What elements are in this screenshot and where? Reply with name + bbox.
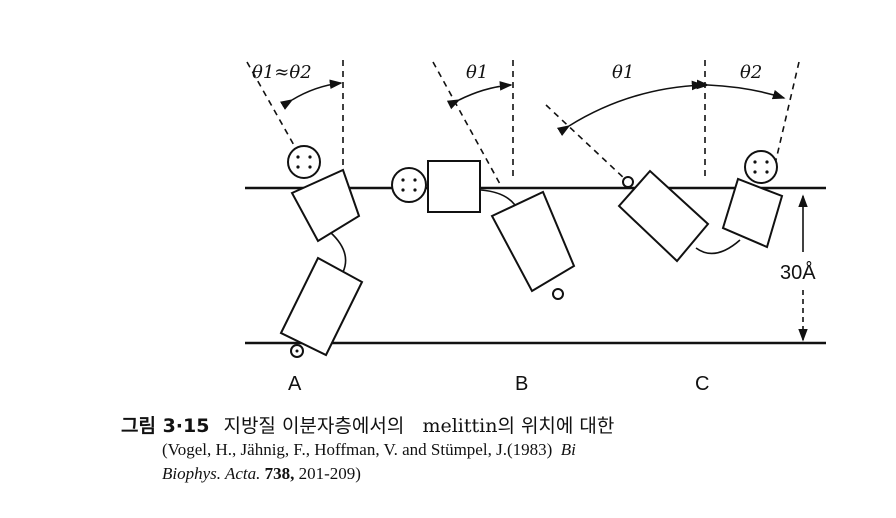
helix-segment (490, 190, 576, 293)
linker-loop (480, 189, 516, 206)
configuration-c: θ1 θ2 C (545, 60, 800, 395)
figure-number: 그림 3·15 (121, 415, 210, 437)
citation-pages: 201-209) (298, 464, 361, 483)
charge-dots (401, 178, 417, 192)
helix-axis-dashed-line (246, 61, 296, 148)
panel-label-a: A (288, 373, 302, 395)
citation-authors: (Vogel, H., Jähnig, F., Hoffman, V. and … (162, 440, 553, 459)
helix-segment (617, 169, 710, 263)
angle-arc-theta1 (556, 80, 705, 136)
angle-label-theta2: θ2 (740, 62, 762, 83)
caption-text: 의 위치에 대한 (497, 415, 615, 437)
charged-head-group (391, 167, 427, 203)
charge-dots (296, 155, 312, 169)
figure-caption-title: 그림 3·15 지방질 이분자층에서의 melittin의 위치에 대한 (121, 411, 614, 438)
angle-arc (279, 79, 343, 110)
charged-head-group (744, 150, 778, 184)
helix-axis-dashed-line (771, 61, 800, 178)
figure-citation-line2: Biophys. Acta. 738, 201-209) (162, 464, 361, 484)
helix-axis-dashed-line (432, 61, 501, 185)
caption-keyword: melittin (422, 415, 498, 437)
thickness-label: 30Å (780, 261, 816, 284)
angle-arc (446, 81, 513, 110)
charge-dots (753, 160, 769, 174)
terminal-group (552, 288, 564, 300)
angle-label: θ1≈θ2 (252, 62, 312, 83)
helix-segment (279, 256, 364, 357)
linker-loop (329, 231, 347, 273)
citation-volume: 738, (264, 464, 295, 483)
helix-segment (721, 177, 784, 249)
caption-text: 지방질 이분자층에서의 (223, 415, 405, 437)
configuration-b: θ1 B (391, 60, 576, 395)
helix-axis-dashed-line (545, 104, 627, 181)
linker-loop (695, 239, 741, 255)
angle-label: θ1 (466, 62, 488, 83)
terminal-group (622, 176, 634, 188)
figure-citation-line1: (Vogel, H., Jähnig, F., Hoffman, V. and … (162, 440, 576, 460)
thickness-indicator: 30Å (780, 194, 816, 342)
panel-label-c: C (695, 373, 709, 395)
helix-segment (427, 160, 481, 213)
configuration-a: θ1≈θ2 A (246, 60, 364, 395)
angle-label-theta1: θ1 (612, 62, 634, 83)
citation-journal: Biophys. Acta. (162, 464, 261, 483)
citation-journal: Bi (560, 440, 576, 459)
helix-segment (290, 168, 361, 243)
angle-arc-theta2 (696, 79, 786, 100)
charged-head-group (287, 145, 321, 179)
panel-label-b: B (515, 373, 528, 395)
